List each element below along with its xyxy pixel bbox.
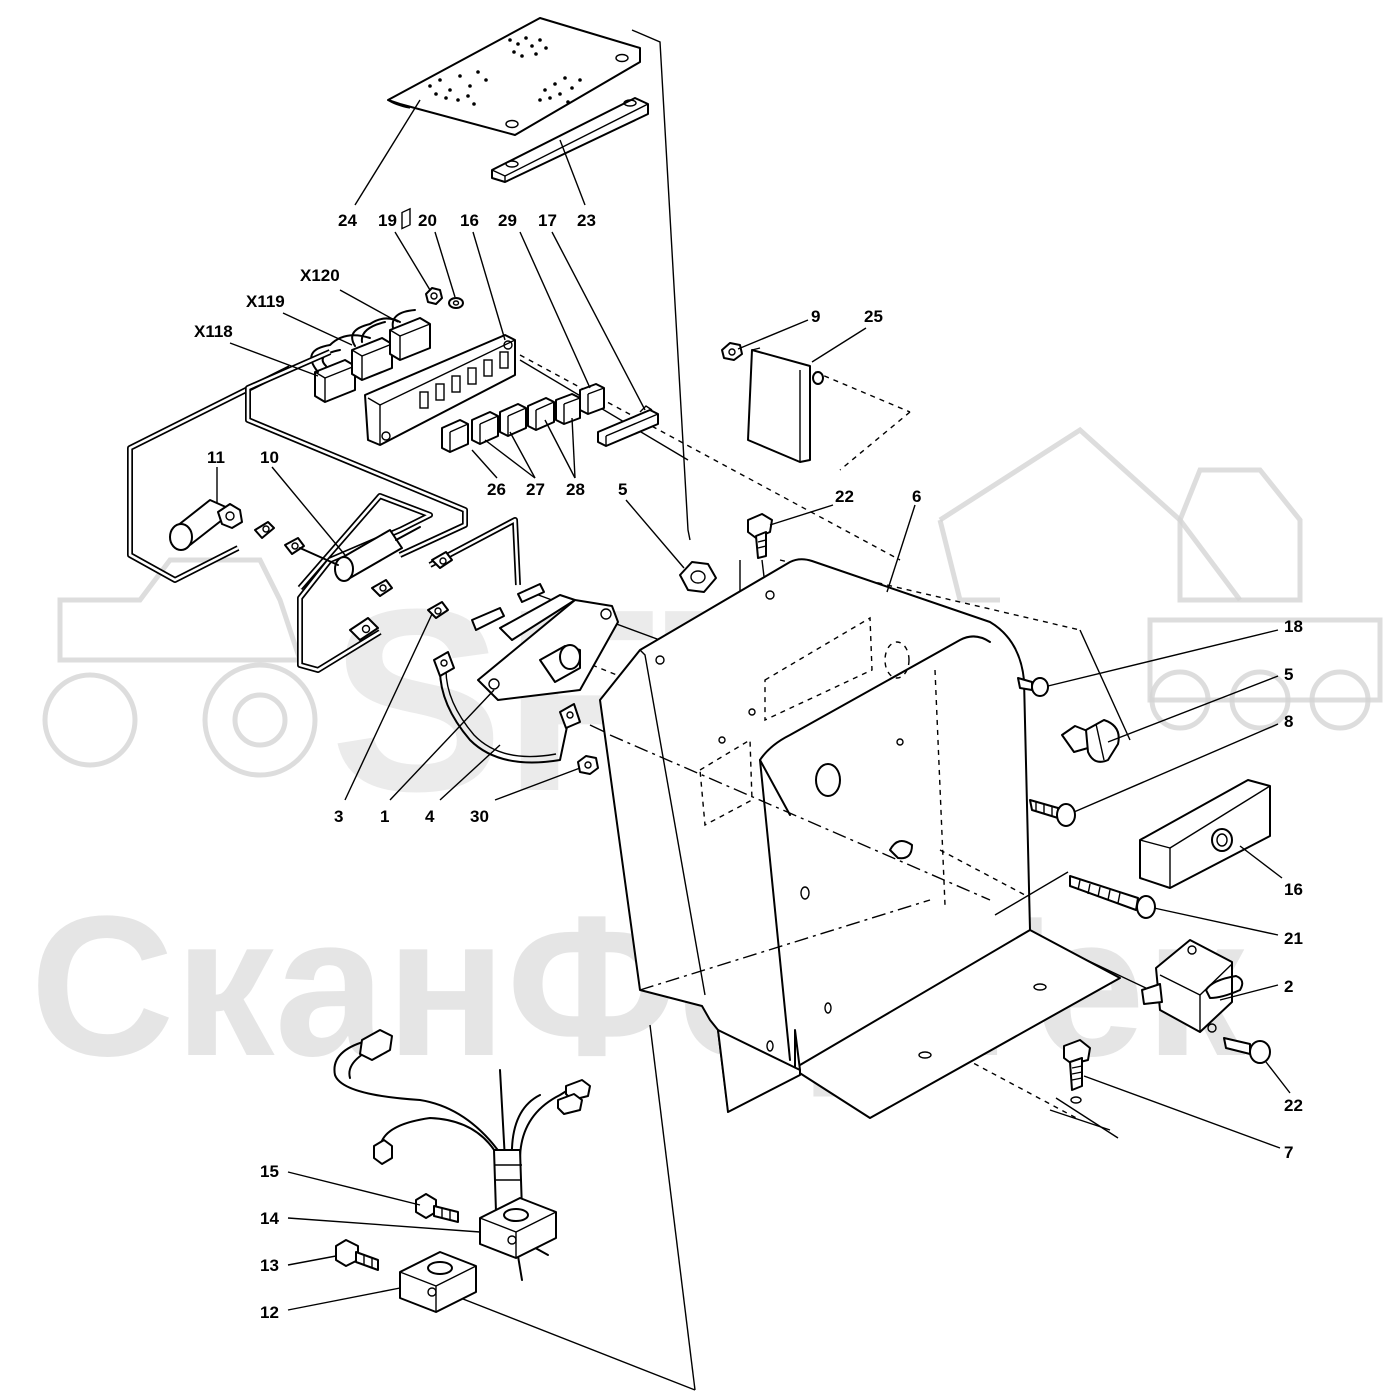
callout-20: 20: [418, 211, 437, 230]
callout-1: 1: [380, 807, 389, 826]
callout-16-right: 16: [1284, 880, 1303, 899]
watermark-machines: [42, 426, 1383, 778]
connector-x119: [351, 337, 393, 381]
part-18-screw: [1017, 677, 1049, 697]
callout-7: 7: [1284, 1143, 1293, 1162]
callout-19: 19: [378, 211, 397, 230]
connector-x120: [389, 317, 431, 361]
callout-26: 26: [487, 480, 506, 499]
callout-14: 14: [260, 1209, 279, 1228]
part-30-nut: [577, 755, 599, 775]
relay-28b: [555, 393, 581, 425]
callout-6: 6: [912, 487, 921, 506]
watermark: SFT СканФорТек: [30, 426, 1383, 1098]
relay-27a: [471, 411, 499, 445]
wire-harness: [127, 349, 521, 673]
callout-10: 10: [260, 448, 279, 467]
solenoid-studs: [471, 583, 545, 631]
callout-18: 18: [1284, 617, 1303, 636]
relay-29: [579, 383, 605, 415]
part-25-plate: [747, 347, 824, 463]
part-23-strip: [491, 97, 649, 183]
part-15-screw: [415, 1193, 459, 1223]
part-9-nut: [721, 342, 743, 361]
part-12-clamp-bottom: [399, 1251, 477, 1313]
part-10-capacitor: [299, 526, 421, 582]
connector-x118: [314, 359, 356, 403]
relay-26: [441, 419, 469, 453]
leader-lines: [216, 99, 1291, 1311]
part-5-knob: [1061, 719, 1120, 763]
callout-labels: 24 19 20 16 29 17 23 X120 X119 X118 9 25…: [194, 211, 1303, 1322]
callout-16-top: 16: [460, 211, 479, 230]
callout-28: 28: [566, 480, 585, 499]
callout-25: 25: [864, 307, 883, 326]
ring-terminals: [254, 521, 453, 641]
part-7-bolt: [1049, 1039, 1119, 1139]
housing-front-panel: [717, 1029, 801, 1113]
part-11-terminal-cap: [169, 499, 243, 551]
fuse-slots: [401, 207, 509, 409]
callout-12: 12: [260, 1303, 279, 1322]
part-21-long-bolt: [1069, 875, 1156, 919]
callout-4: 4: [425, 807, 435, 826]
part-20-washer: [448, 297, 464, 309]
perforation-dots: [428, 36, 582, 106]
callout-22-top: 22: [835, 487, 854, 506]
callout-23: 23: [577, 211, 596, 230]
callout-15: 15: [260, 1162, 279, 1181]
callout-27: 27: [526, 480, 545, 499]
part-16-block: [1139, 779, 1271, 889]
part-4-ground-strap: [433, 651, 581, 764]
callout-9: 9: [811, 307, 820, 326]
part-2-switch: [1141, 939, 1244, 1033]
callout-13: 13: [260, 1256, 279, 1275]
part-17-block: [597, 405, 659, 447]
callout-8: 8: [1284, 712, 1293, 731]
callout-24: 24: [338, 211, 357, 230]
callout-5-top: 5: [618, 480, 627, 499]
callout-x119: X119: [246, 292, 285, 311]
part-14-clamp-top: [479, 1197, 557, 1259]
callout-21: 21: [1284, 929, 1303, 948]
part-8-screw: [1029, 799, 1076, 827]
callout-5-right: 5: [1284, 665, 1293, 684]
callout-17: 17: [538, 211, 557, 230]
callout-x120: X120: [300, 266, 340, 285]
callout-30: 30: [470, 807, 489, 826]
part-24-perforated-cover: [387, 17, 641, 136]
callout-3: 3: [334, 807, 343, 826]
relay-28a: [527, 397, 555, 431]
callout-x118: X118: [194, 322, 233, 341]
part-16-fuse-box: [364, 207, 516, 446]
callout-2: 2: [1284, 977, 1293, 996]
callout-29: 29: [498, 211, 517, 230]
part-6-housing: [599, 558, 1121, 1119]
callout-11: 11: [207, 448, 225, 467]
part-1-solenoid: [471, 583, 619, 701]
part-19-nut: [425, 287, 443, 305]
callout-22-right: 22: [1284, 1096, 1303, 1115]
part-13-screw: [335, 1239, 379, 1271]
part-22-bolt-right: [1223, 1037, 1271, 1064]
part-5-nut: [679, 561, 717, 593]
relay-27b: [499, 403, 527, 437]
